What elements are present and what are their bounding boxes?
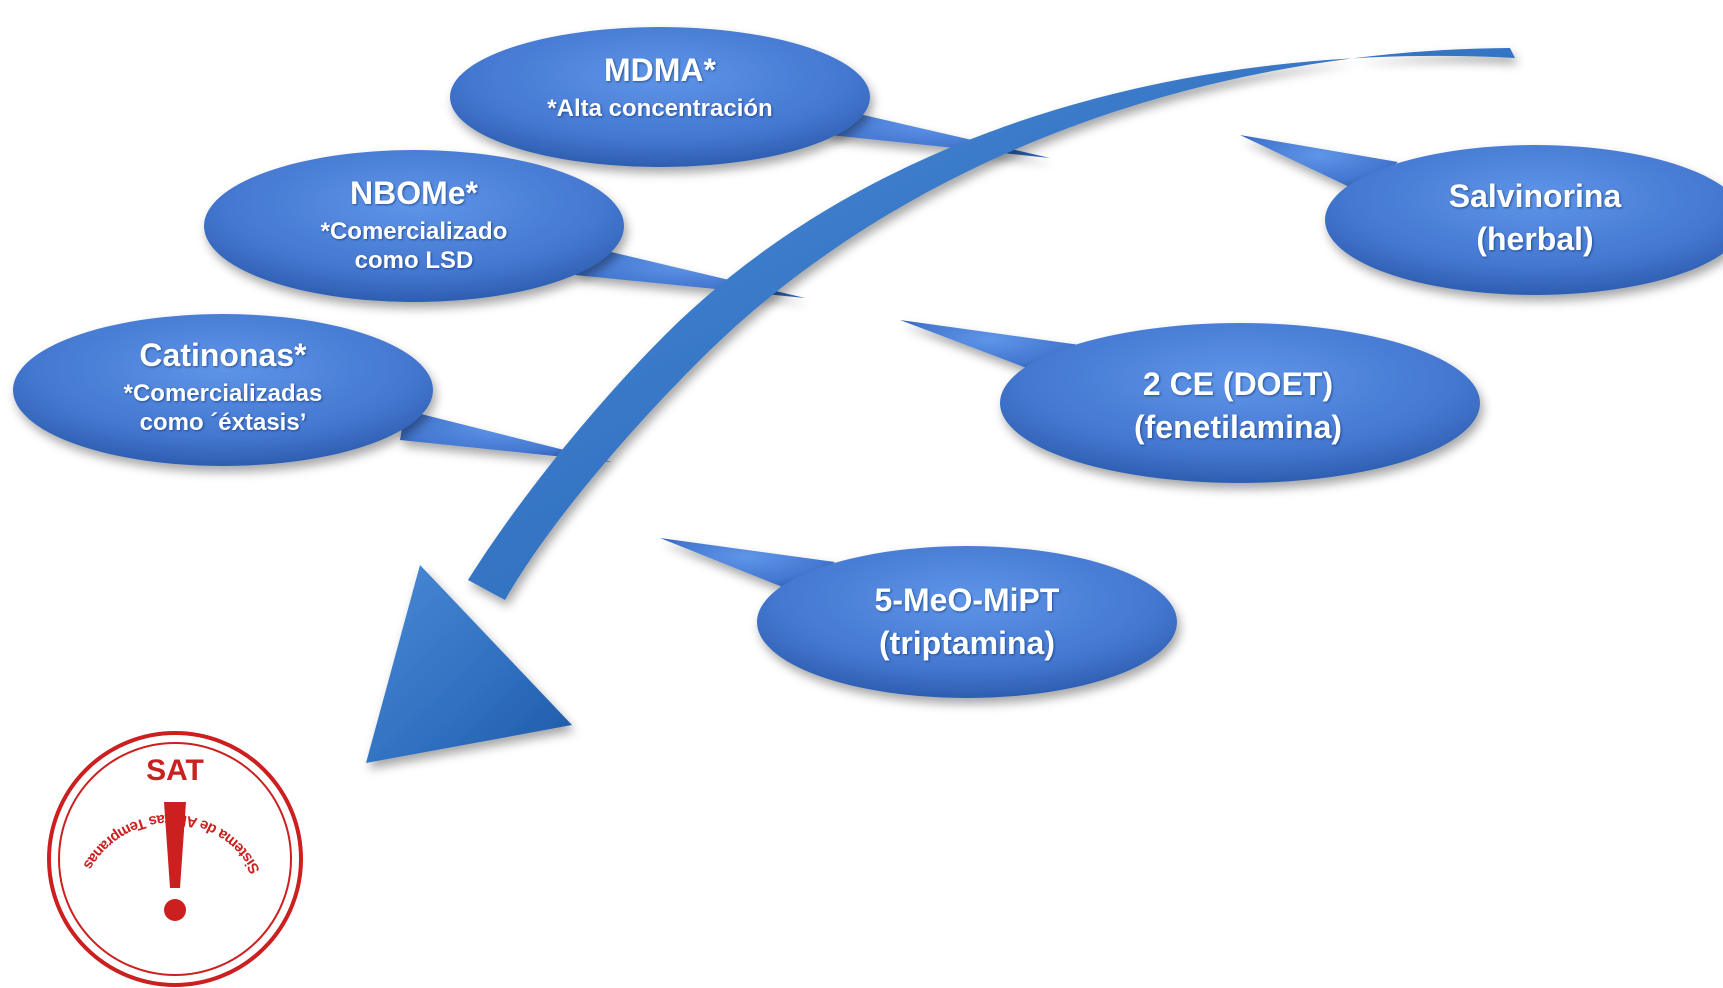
catinonas-note-line2: como ´éxtasis’ (139, 409, 307, 437)
arrow-shaft (468, 48, 1515, 600)
2ce-tail (900, 320, 1080, 375)
nbome-label: NBOMe* *Comercializado como LSD (214, 175, 614, 275)
catinonas-tail (400, 410, 612, 462)
5meo-line1: 5-MeO-MiPT (874, 582, 1060, 618)
5meo-tail (660, 538, 835, 592)
nbome-bubble (204, 150, 624, 302)
catinonas-note-line1: *Comercializadas (123, 379, 323, 407)
nbome-title: NBOMe* (349, 175, 478, 211)
nbome-note-line2: como LSD (354, 247, 474, 275)
catinonas-label: Catinonas* *Comercializadas como ´éxtasi… (23, 337, 423, 437)
salvinorina-line2: (herbal) (1476, 220, 1594, 257)
2ce-label: 2 CE (DOET) (fenetilamina) (1038, 366, 1438, 446)
nbome-note-line1: *Comercializado (320, 217, 508, 245)
exclamation-icon (164, 802, 186, 921)
5meo-line2: (triptamina) (879, 624, 1055, 661)
curved-arrow (366, 48, 1515, 763)
5meo-label: 5-MeO-MiPT (triptamina) (767, 582, 1167, 662)
logo-title: SAT (146, 754, 204, 787)
arrow-head (366, 565, 572, 763)
5meo-bubble (757, 546, 1177, 698)
mdma-bubble (450, 27, 870, 167)
sat-logo: SAT Sistema de Alertas Tempranas (47, 731, 303, 987)
mdma-note: *Alta concentración (547, 94, 773, 122)
catinonas-bubble (13, 314, 433, 466)
salvinorina-label: Salvinorina (herbal) (1385, 178, 1685, 258)
bubbles (13, 27, 1723, 698)
2ce-bubble (1000, 323, 1480, 483)
salvinorina-line1: Salvinorina (1448, 178, 1622, 214)
mdma-title: MDMA* (604, 52, 716, 88)
salvinorina-tail (1240, 135, 1398, 192)
salvinorina-bubble (1325, 145, 1723, 295)
mdma-label: MDMA* *Alta concentración (460, 52, 860, 122)
catinonas-title: Catinonas* (139, 337, 307, 373)
2ce-line2: (fenetilamina) (1133, 408, 1343, 445)
2ce-line1: 2 CE (DOET) (1142, 366, 1334, 402)
